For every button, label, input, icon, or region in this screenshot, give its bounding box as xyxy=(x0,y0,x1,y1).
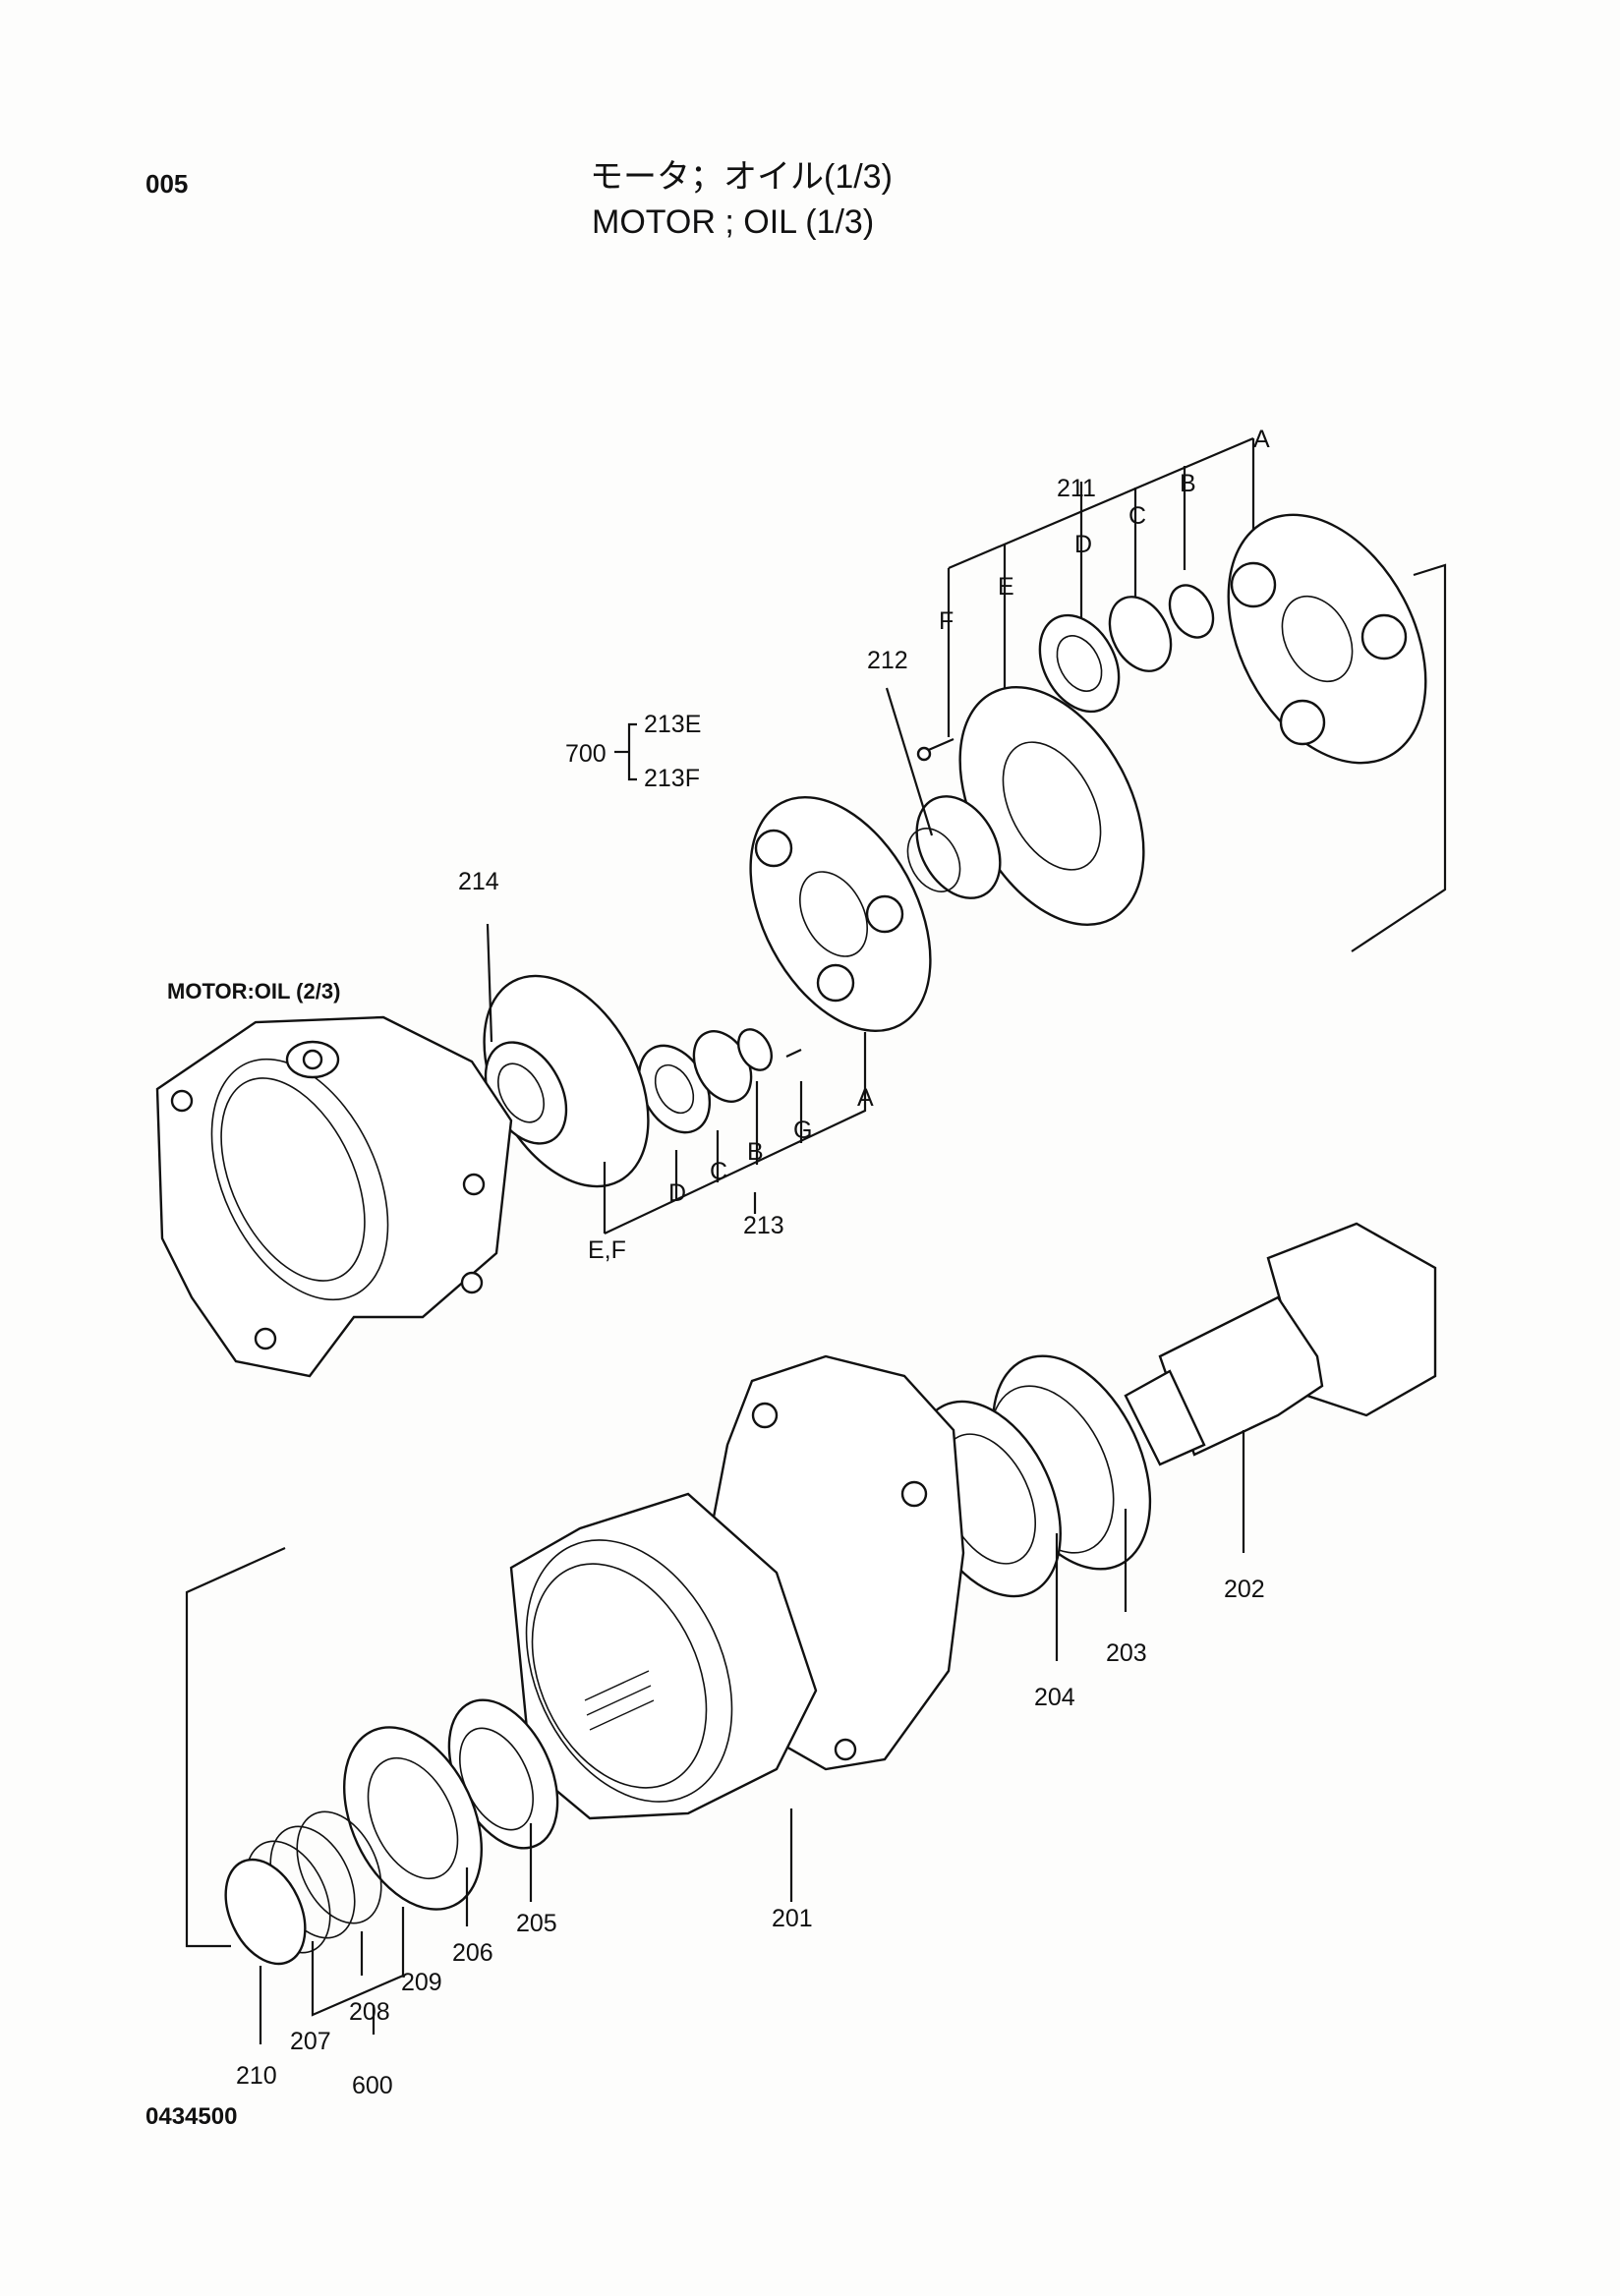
callout-213: 213 xyxy=(743,1212,784,1239)
callout-upper-B: B xyxy=(1180,470,1196,497)
callout-upper-D: D xyxy=(1074,531,1092,558)
callout-lower-A: A xyxy=(857,1084,874,1112)
output-shaft-202-part xyxy=(1124,1222,1437,1553)
callout-210: 210 xyxy=(236,2062,277,2090)
callout-labels: 211 212 213 213E 213F 700 214 202 203 20… xyxy=(236,426,1270,2099)
page-number: 005 xyxy=(145,169,189,199)
leader-group-211 xyxy=(947,436,1447,952)
callout-214: 214 xyxy=(458,868,499,895)
callout-212: 212 xyxy=(867,647,908,674)
callout-upper-E: E xyxy=(998,573,1014,601)
callout-700: 700 xyxy=(565,740,607,768)
lower-left-bracket xyxy=(185,1546,286,1948)
callout-213F: 213F xyxy=(644,765,700,792)
callout-upper-A: A xyxy=(1253,426,1270,453)
callout-600: 600 xyxy=(352,2072,393,2099)
leader-group-213 xyxy=(603,1032,867,1234)
callout-202: 202 xyxy=(1224,1576,1265,1603)
page-title-english: MOTOR ; OIL (1/3) xyxy=(592,203,875,241)
document-code: 0434500 xyxy=(145,2103,238,2130)
planet-gear-211-part xyxy=(1038,584,1215,714)
callout-lower-G: G xyxy=(793,1117,812,1144)
callout-205: 205 xyxy=(516,1910,557,1937)
callout-206: 206 xyxy=(452,1939,493,1967)
callout-lower-B: B xyxy=(747,1138,764,1166)
page-title-japanese: モータ；オイル(1/3) xyxy=(590,158,893,196)
callout-203: 203 xyxy=(1106,1639,1147,1667)
carrier-upper-part xyxy=(1227,513,1427,765)
callout-209: 209 xyxy=(401,1969,442,1996)
callout-204: 204 xyxy=(1034,1684,1075,1711)
callout-201: 201 xyxy=(772,1905,813,1932)
callout-207: 207 xyxy=(290,2028,331,2055)
callout-213E: 213E xyxy=(644,711,701,738)
leader-group-700 xyxy=(614,722,637,781)
planet-gear-213-part xyxy=(637,1028,773,1134)
callout-lower-D: D xyxy=(668,1179,686,1207)
callout-upper-F: F xyxy=(939,607,954,635)
callout-lower-C: C xyxy=(710,1158,727,1185)
carrier-middle-part xyxy=(749,795,932,1058)
retaining-rings-part xyxy=(224,1810,405,2044)
callout-208: 208 xyxy=(349,1998,390,2026)
callout-upper-C: C xyxy=(1128,502,1146,530)
sun-gear-212-part xyxy=(885,687,1002,899)
callout-lower-EF: E,F xyxy=(588,1236,626,1264)
callout-211: 211 xyxy=(1057,475,1096,502)
bearing-206-part xyxy=(342,1726,484,1926)
motor-housing-part xyxy=(155,1015,513,1378)
cross-reference-label: MOTOR:OIL (2/3) xyxy=(167,979,341,1004)
gear-case-201-part xyxy=(509,1354,965,1902)
